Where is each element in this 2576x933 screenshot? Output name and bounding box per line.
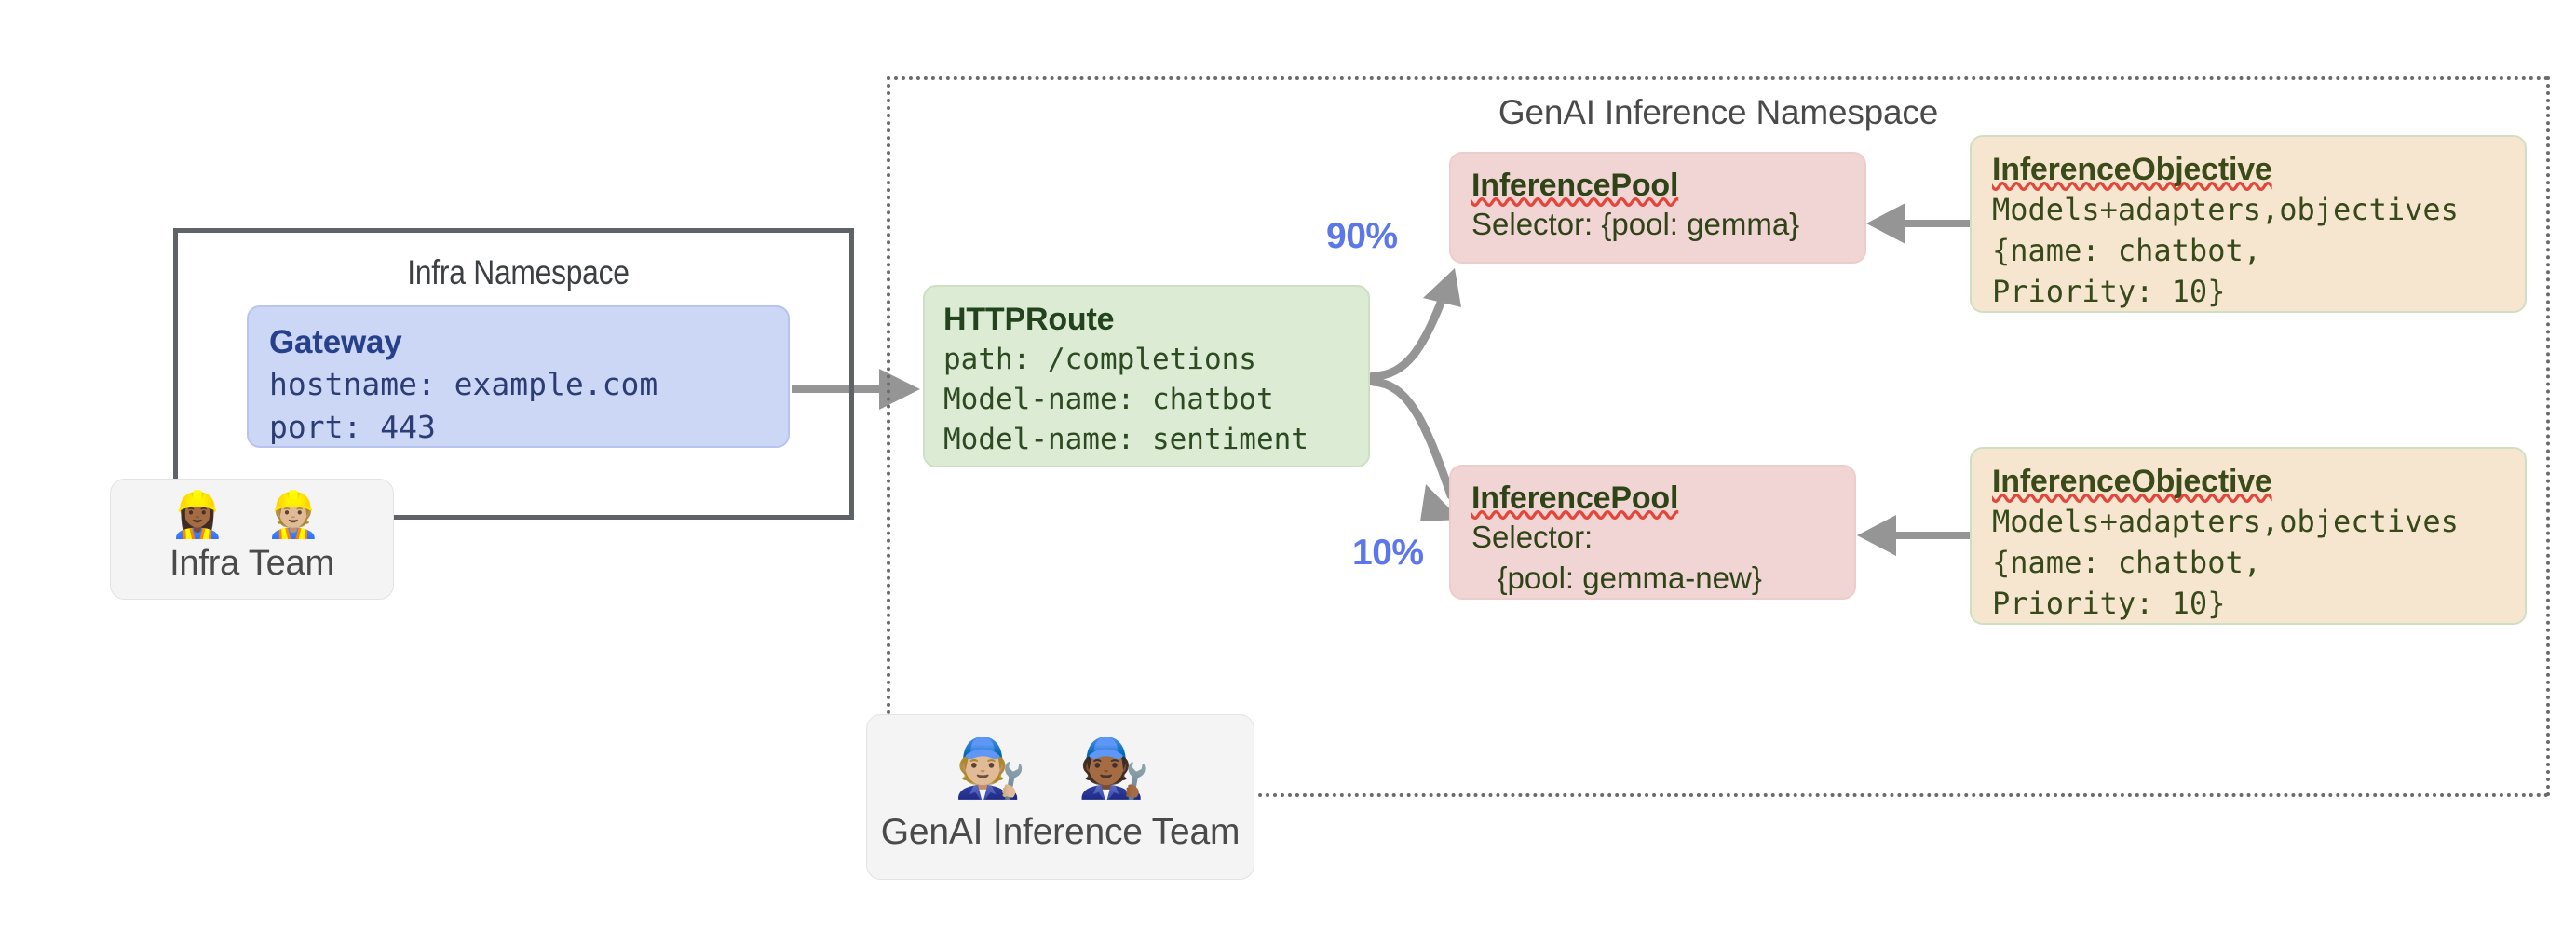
inference-objective-top-models: Models+adapters,objectives <box>1992 192 2459 227</box>
inference-objective-top-name: {name: chatbot, <box>1992 233 2261 268</box>
inference-pool-gemma-title: InferencePool <box>1471 168 1679 203</box>
infra-namespace-title: Infra Namespace <box>407 253 630 291</box>
inference-pool-gemma-new-node[interactable]: InferencePool Selector: {pool: gemma-new… <box>1449 465 1856 600</box>
genai-team-label: GenAI Inference Team <box>880 812 1241 852</box>
edge-weight-10-label: 10% <box>1352 533 1424 573</box>
genai-namespace-boundary <box>887 76 2550 797</box>
genai-team-chip[interactable]: 🧑🏼‍🔧 🧑🏾‍🔧 GenAI Inference Team <box>866 714 1254 880</box>
httproute-title: HTTPRoute <box>943 302 1115 337</box>
genai-namespace-title: GenAI Inference Namespace <box>1498 93 1939 131</box>
infra-team-chip[interactable]: 👷🏾‍♀️ 👷🏼 Infra Team <box>110 479 394 600</box>
gateway-node[interactable]: Gateway hostname: example.com port: 443 <box>247 305 790 448</box>
inference-objective-bottom-title: InferenceObjective <box>1992 464 2272 499</box>
infra-namespace-boundary: Infra Namespace <box>173 228 854 520</box>
infra-team-label: Infra Team <box>169 544 334 583</box>
gateway-title: Gateway <box>269 324 402 360</box>
inference-pool-gemma-new-selector-label: Selector: <box>1471 520 1593 554</box>
inference-pool-gemma-selector: Selector: {pool: gemma} <box>1471 207 1800 241</box>
edge-weight-90-label: 90% <box>1326 216 1398 256</box>
inference-objective-top-node[interactable]: InferenceObjective Models+adapters,objec… <box>1970 135 2527 313</box>
httproute-path: path: /completions <box>943 343 1256 376</box>
gateway-hostname: hostname: example.com <box>269 366 658 402</box>
inference-pool-gemma-node[interactable]: InferencePool Selector: {pool: gemma} <box>1449 152 1866 264</box>
inference-pool-gemma-new-selector-value: {pool: gemma-new} <box>1471 561 1762 595</box>
httproute-model-name-chatbot: Model-name: chatbot <box>943 383 1274 416</box>
construction-worker-icon: 👷🏾‍♀️ 👷🏼 <box>169 489 334 541</box>
inference-objective-top-priority: Priority: 10} <box>1992 274 2226 309</box>
inference-objective-bottom-models: Models+adapters,objectives <box>1992 504 2459 539</box>
httproute-model-name-sentiment: Model-name: sentiment <box>943 423 1308 456</box>
inference-objective-bottom-name: {name: chatbot, <box>1992 545 2261 580</box>
inference-pool-gemma-new-title: InferencePool <box>1471 480 1679 516</box>
gateway-port: port: 443 <box>269 409 436 445</box>
inference-objective-top-title: InferenceObjective <box>1992 152 2272 187</box>
httproute-node[interactable]: HTTPRoute path: /completions Model-name:… <box>923 285 1370 467</box>
inference-objective-bottom-priority: Priority: 10} <box>1992 586 2226 621</box>
mechanic-icon: 🧑🏼‍🔧 🧑🏾‍🔧 <box>954 734 1167 802</box>
inference-objective-bottom-node[interactable]: InferenceObjective Models+adapters,objec… <box>1970 447 2527 625</box>
